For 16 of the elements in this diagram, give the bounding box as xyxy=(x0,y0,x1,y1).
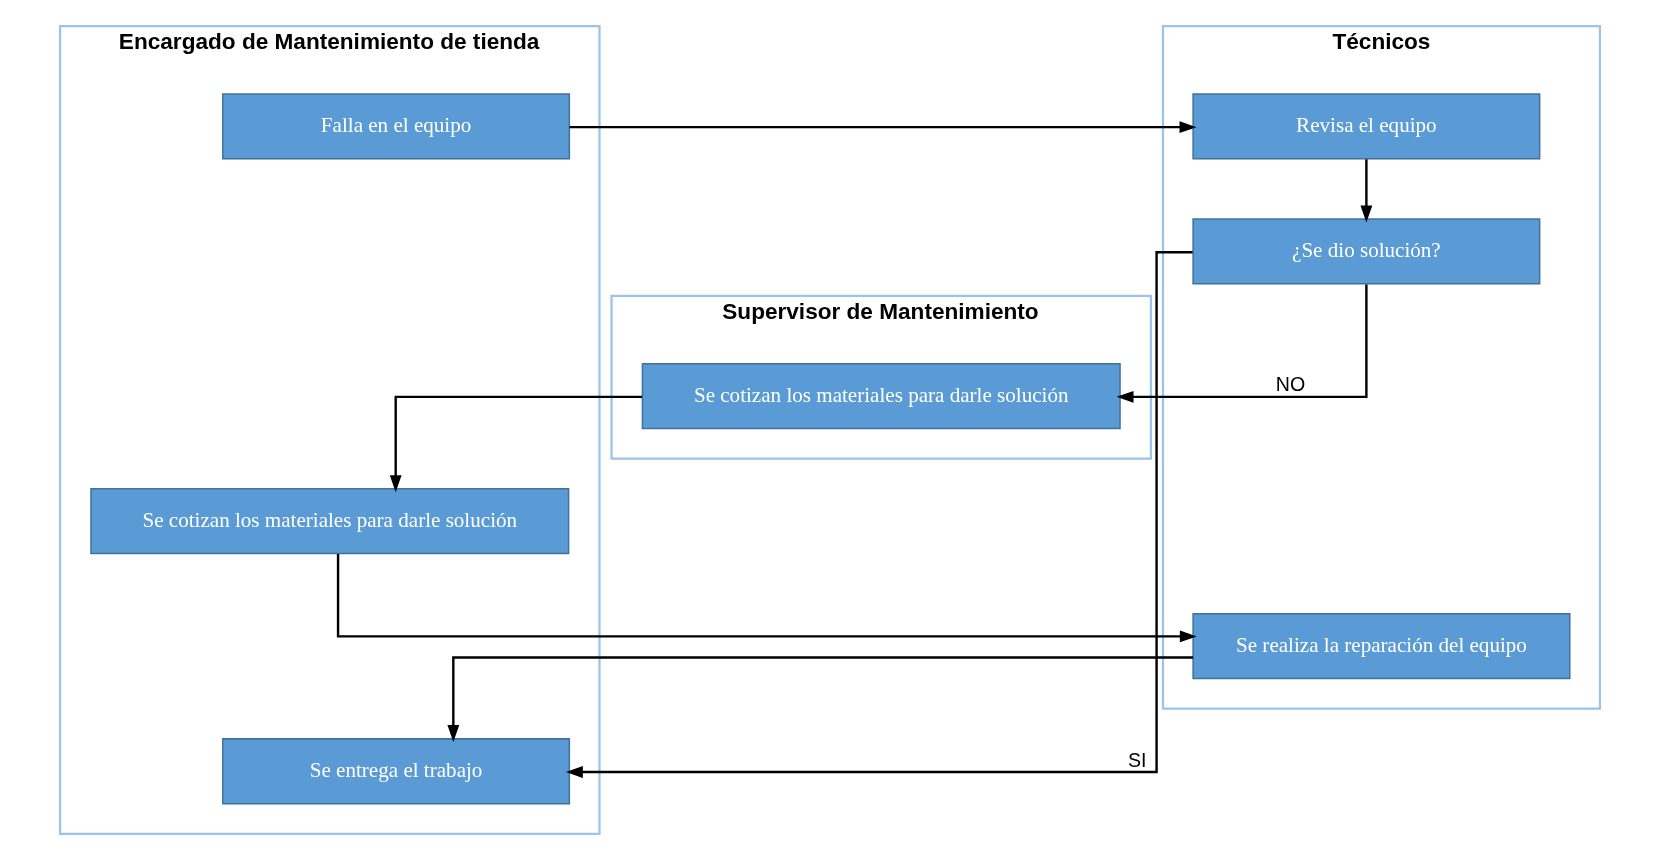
arrow xyxy=(389,395,642,493)
node-box: Se realiza la reparación del equipo xyxy=(1191,613,1571,680)
node-box: Se entrega el trabajo xyxy=(221,738,570,805)
arrow xyxy=(565,251,1193,778)
arrow xyxy=(1116,284,1368,403)
node-box: ¿Se dio solución? xyxy=(1191,218,1540,285)
edge-label: NO xyxy=(1275,373,1305,396)
arrow xyxy=(336,553,1197,643)
arrow xyxy=(1359,159,1372,223)
node-box: Se cotizan los materiales para darle solución xyxy=(641,362,1121,430)
node-box: Se cotizan los materiales para darle solución xyxy=(89,488,569,555)
node-box: Falla en el equipo xyxy=(221,93,570,160)
node-box: Revisa el equipo xyxy=(1191,93,1540,160)
arrow xyxy=(446,656,1193,742)
arrow xyxy=(569,121,1196,134)
edge-label: SI xyxy=(1127,748,1147,771)
